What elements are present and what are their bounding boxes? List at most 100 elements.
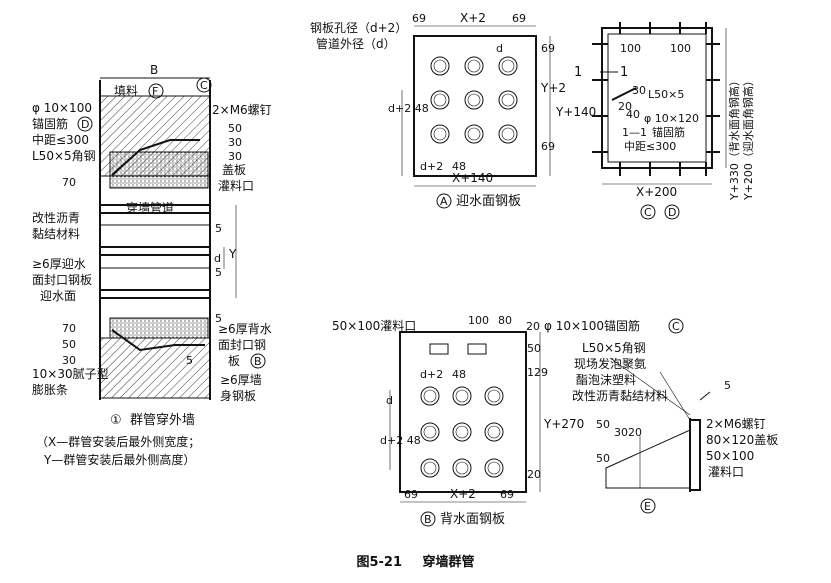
panelA-labels: 钢板孔径（d+2） 管道外径（d） 69 X+2 69 d 69 Y+2 Y+1…	[310, 11, 596, 209]
bar-5	[699, 391, 711, 401]
label-anchor: φ 10×100锚固筋	[544, 318, 640, 333]
panel-A-plate	[401, 25, 551, 187]
dim-x200: X+200	[636, 185, 677, 199]
dim-y2: Y+2	[540, 81, 566, 95]
label-anchor: φ 10×120	[644, 112, 699, 125]
label-spacing: 中距≤300	[624, 140, 676, 153]
dim-20: 20	[628, 426, 642, 439]
label-circle-F: F	[152, 85, 158, 98]
label-sec11: 1—1	[622, 126, 647, 139]
label-circle-C: C	[672, 320, 680, 333]
dim-d: d	[496, 42, 503, 55]
hole	[452, 386, 472, 406]
panel1-title: 群管穿外墙	[130, 412, 195, 428]
pipe	[423, 425, 437, 439]
dim-50: 50	[527, 342, 541, 355]
plate-A-outline	[413, 35, 537, 177]
circle-B	[250, 353, 266, 369]
circle-D	[77, 116, 93, 132]
label-anchor-bar2: 锚固筋	[32, 116, 68, 131]
label-y330: Y+330（背水面角钢高）	[727, 75, 741, 201]
dim-69a: 69	[412, 12, 426, 25]
holes-B	[420, 386, 504, 478]
dim-70: 70	[62, 176, 76, 189]
dim-d248a: d+2	[420, 368, 443, 381]
pipe-3	[99, 289, 211, 299]
label-fill: 50×100灌料口	[332, 319, 416, 333]
label-Y: Y	[228, 247, 237, 261]
dim-y140: Y+140	[555, 105, 596, 119]
hole	[420, 458, 440, 478]
hole	[484, 458, 504, 478]
dim-100: 100	[468, 314, 489, 327]
label-putty2: 膨胀条	[32, 383, 68, 397]
label-y200: Y+200（迎水面角钢高）	[741, 75, 755, 201]
pipe	[467, 93, 481, 107]
hole	[430, 56, 450, 76]
label-fillport2: 灌料口	[708, 465, 744, 479]
pipe-2	[99, 246, 211, 256]
label-circle-B: B	[424, 513, 432, 526]
panelE-labels: φ 10×100锚固筋 C L50×5角钢 现场发泡聚氨 酯泡沫塑料 改性沥青黏…	[544, 318, 778, 514]
panel1-note2: Y—群管安装后最外侧高度）	[43, 452, 195, 467]
dim-5c: 5	[215, 312, 222, 325]
circle-C	[640, 204, 656, 220]
label-back2: 面封口钢	[218, 338, 266, 352]
dim-d248b: 48	[452, 368, 466, 381]
circle-D	[664, 204, 680, 220]
dim-69d: 69	[541, 140, 555, 153]
dim-d248a: d+2	[420, 160, 443, 173]
pipe	[501, 59, 515, 73]
pipe	[467, 59, 481, 73]
panel-C-frame	[600, 27, 727, 185]
sloped-cover-bottom	[111, 329, 205, 352]
panelC-labels: 100 100 1 1 30 L50×5 20 40 φ 10×120 1—1 …	[574, 42, 755, 220]
pipe	[467, 127, 481, 141]
label-angle-steel: L50×5角钢	[32, 149, 96, 163]
circle-E	[640, 498, 656, 514]
label-pipe: 穿墙管道	[126, 200, 174, 215]
label-circle-D: D	[668, 206, 676, 219]
label-foam2: 酯泡沫塑料	[576, 372, 636, 387]
label-face1: ≥6厚迎水	[32, 257, 86, 271]
hole	[498, 56, 518, 76]
dim-20: 20	[618, 100, 632, 113]
pipe	[455, 461, 469, 475]
pipe	[423, 461, 437, 475]
label-angle: L50×5	[648, 88, 684, 101]
dim-5b: 5	[215, 266, 222, 279]
dim-69c: 69	[541, 42, 555, 55]
label-spacing: 中距≤300	[32, 132, 89, 147]
pipe	[433, 59, 447, 73]
pipe	[455, 425, 469, 439]
label-back3: 板	[228, 354, 240, 368]
frame-inner	[607, 33, 707, 163]
dim-80: 80	[498, 314, 512, 327]
label-asphalt1: 改性沥青	[32, 211, 80, 225]
dim-x140: X+140	[452, 171, 493, 185]
label-putty1: 10×30腻子型	[32, 367, 109, 381]
label-circle-C: C	[644, 206, 652, 219]
label-asphalt2: 黏结材料	[32, 227, 80, 241]
label-anchor2: 锚固筋	[652, 125, 685, 139]
leader-1	[609, 357, 691, 416]
label-hole: 钢板孔径（d+2）	[310, 21, 407, 35]
hole	[484, 386, 504, 406]
dim-20: 20	[526, 320, 540, 333]
label-wall1: ≥6厚墙	[220, 373, 262, 387]
label-fill: 填料	[114, 84, 138, 98]
fill-bottom	[109, 317, 209, 339]
pipe	[487, 461, 501, 475]
dim-30: 30	[614, 426, 628, 439]
dim-50: 50	[228, 122, 242, 135]
label-circle-A: A	[440, 195, 448, 208]
label-angle: L50×5角钢	[582, 341, 646, 355]
label-circle-B: B	[254, 355, 262, 368]
label-screw: 2×M6螺钉	[212, 103, 272, 117]
circle-C	[668, 318, 684, 334]
dim-30c: 30	[62, 354, 76, 367]
label-anchor-bar: φ 10×100	[32, 101, 92, 115]
label-cover: 80×120盖板	[706, 433, 778, 447]
